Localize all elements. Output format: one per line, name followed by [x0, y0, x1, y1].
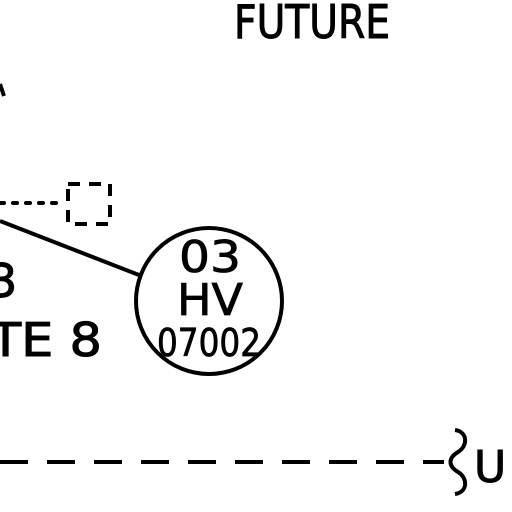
dashed-square-symbol [66, 182, 112, 226]
break-symbol [448, 428, 468, 496]
future-label: FUTURE [234, 0, 390, 49]
bubble-line-2: HV [177, 275, 243, 326]
left-fragment-upper: 3 [0, 254, 17, 308]
left-fragment-lower: TE 8 [0, 313, 102, 367]
bubble-line-3: 07002 [157, 321, 261, 365]
edge-tick [0, 83, 6, 97]
tag-bubble [134, 226, 284, 376]
bubble-line-1: 03 [179, 232, 241, 283]
right-fragment: U [474, 442, 506, 493]
leader-line [0, 219, 140, 277]
